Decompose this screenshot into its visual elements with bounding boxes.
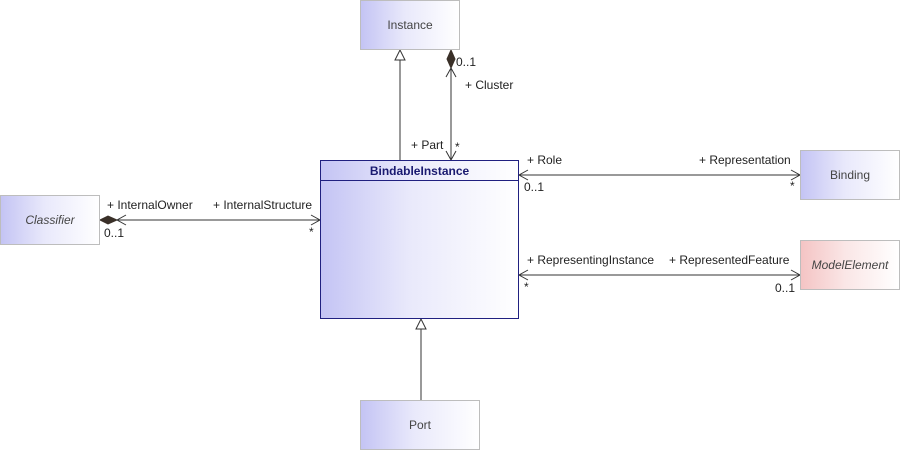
class-name: Instance [387,18,433,32]
class-model-element[interactable]: ModelElement [800,240,900,290]
label-internal-structure: + InternalStructure [213,198,313,212]
label-part-role: + Part [411,138,444,152]
class-name: Classifier [25,213,75,227]
label-role-mult: 0..1 [524,180,545,194]
class-binding[interactable]: Binding [800,150,900,200]
label-representing-instance: + RepresentingInstance [527,253,655,267]
label-representing-mult: * [524,280,529,294]
label-role: + Role [527,153,563,167]
class-bindable-instance[interactable]: BindableInstance [320,160,519,319]
class-name: Port [408,418,431,432]
label-cluster-role: + Cluster [465,78,514,92]
composition-diamond-internal-owner [98,215,119,225]
label-representation-mult: * [790,179,795,193]
open-arrow-cluster [445,66,457,78]
open-arrow-role [517,169,529,181]
label-internal-owner: + InternalOwner [107,198,193,212]
open-arrow-internal-owner [115,214,127,226]
label-representation: + Representation [699,153,791,167]
label-internal-structure-mult: * [309,225,314,239]
class-name: BindableInstance [369,163,470,178]
class-classifier[interactable]: Classifier [0,195,100,245]
label-represented-mult: 0..1 [775,281,796,295]
label-represented-feature: + RepresentedFeature [669,253,790,267]
composition-diamond-cluster [446,48,456,70]
class-port[interactable]: Port [360,400,480,450]
class-header: BindableInstance [321,161,518,181]
class-name: Binding [829,168,871,182]
label-cluster-mult: 0..1 [456,55,477,69]
class-instance[interactable]: Instance [360,0,460,50]
generalization-arrowhead-bindable [415,317,427,330]
label-internal-owner-mult: 0..1 [104,226,125,240]
label-part-mult: * [455,140,460,154]
class-name: ModelElement [811,258,889,272]
open-arrow-representing [517,269,529,281]
generalization-arrowhead-instance [394,48,406,61]
